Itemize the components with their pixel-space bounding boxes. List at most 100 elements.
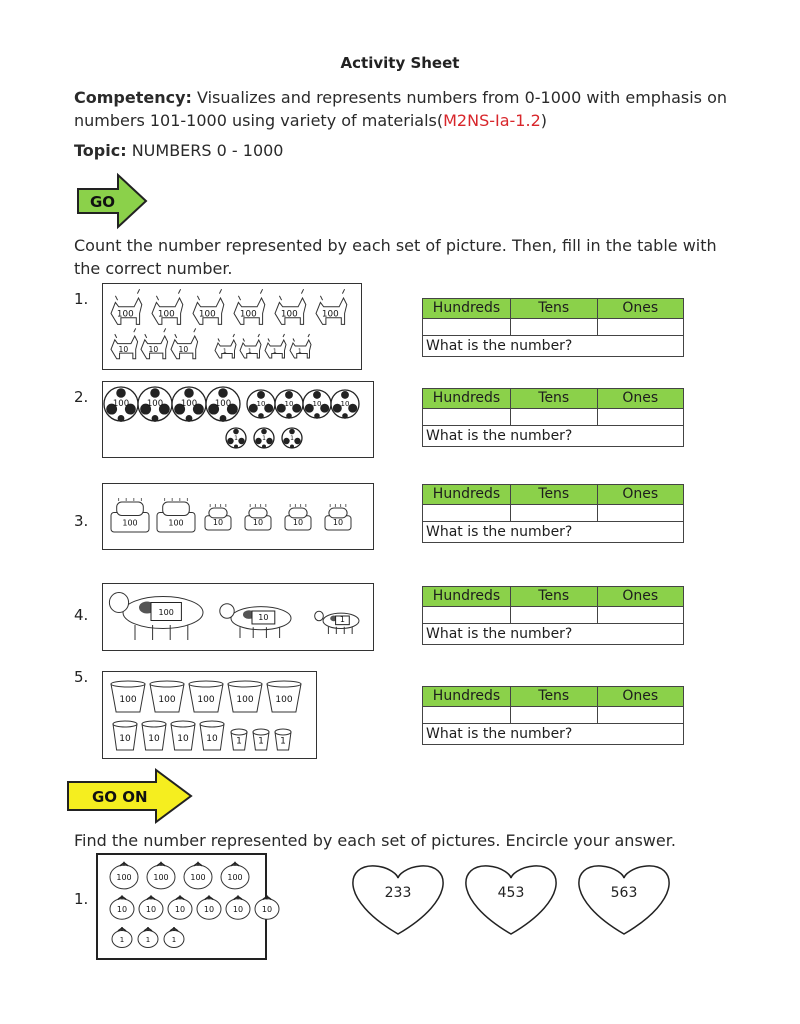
tomato-icon: 1 [137, 927, 159, 948]
bucket-icon: 100 [266, 680, 302, 713]
ones-answer-cell[interactable] [596, 707, 684, 723]
toaster-icon: 100 [110, 498, 150, 533]
ones-header: Ones [596, 587, 684, 606]
go-arrow-label: GO [90, 193, 115, 211]
topic-label: Topic: [74, 141, 127, 160]
toaster-icon: 10 [204, 504, 232, 531]
goat-label: 1 [223, 348, 227, 355]
number-answer-field[interactable]: What is the number? [426, 428, 573, 444]
toaster-label: 100 [122, 518, 137, 527]
bucket-icon: 10 [141, 720, 167, 751]
number-answer-field[interactable]: What is the number? [426, 524, 573, 540]
item-5-place-value-table: Hundreds Tens Ones What is the number? [422, 686, 684, 745]
soccer-ball-label: 100 [215, 399, 231, 409]
tens-answer-cell[interactable] [510, 607, 597, 623]
answer-heart-453[interactable]: 453 [465, 865, 557, 935]
goat-label: 10 [119, 345, 129, 354]
answer-heart-563[interactable]: 563 [578, 865, 670, 935]
bucket-label: 1 [236, 737, 242, 747]
soccer-ball-label: 100 [181, 399, 197, 409]
soccer-ball-label: 100 [147, 399, 163, 409]
cow-icon: 100 [108, 592, 204, 640]
tomato-label: 10 [146, 905, 156, 914]
ones-answer-cell[interactable] [596, 409, 684, 425]
hundreds-answer-cell[interactable] [423, 409, 510, 425]
goat-icon: 100 [233, 288, 266, 325]
tomato-icon: 10 [138, 895, 164, 920]
bucket-label: 100 [197, 695, 214, 705]
bucket-label: 100 [236, 695, 253, 705]
number-answer-field[interactable]: What is the number? [426, 626, 573, 642]
tens-answer-cell[interactable] [510, 707, 597, 723]
tomato-label: 100 [190, 873, 205, 882]
toaster-icon: 100 [156, 498, 196, 533]
soccer-ball-icon: 100 [205, 386, 241, 422]
item-2-place-value-table: Hundreds Tens Ones What is the number? [422, 388, 684, 447]
item-4-place-value-table: Hundreds Tens Ones What is the number? [422, 586, 684, 645]
competency-label: Competency: [74, 88, 192, 107]
soccer-ball-icon: 1 [253, 427, 275, 449]
goat-icon: 100 [274, 288, 307, 325]
bucket-label: 10 [119, 734, 131, 744]
ones-answer-cell[interactable] [596, 319, 684, 335]
bucket-icon: 1 [274, 728, 292, 751]
topic-line: Topic: NUMBERS 0 - 1000 [74, 139, 283, 162]
ones-answer-cell[interactable] [596, 505, 684, 521]
go-on-arrow-label: GO ON [92, 788, 148, 806]
toaster-icon: 10 [284, 504, 312, 531]
answer-choice-label: 233 [385, 885, 412, 901]
soccer-ball-icon: 10 [274, 389, 304, 419]
competency-close: ) [540, 111, 547, 130]
number-answer-field[interactable]: What is the number? [426, 726, 573, 742]
hundreds-header: Hundreds [432, 688, 501, 704]
go-arrow-icon: GO [77, 172, 148, 230]
goat-icon: 1 [239, 333, 262, 359]
bucket-label: 10 [148, 734, 160, 744]
item-4-cow-picture: 100 10 1 [102, 583, 374, 651]
page-title: Activity Sheet [340, 54, 460, 72]
competency-block: Competency: Visualizes and represents nu… [74, 86, 727, 132]
soccer-ball-icon: 1 [225, 427, 247, 449]
tens-header: Tens [510, 687, 597, 706]
hundreds-answer-cell[interactable] [423, 707, 510, 723]
hundreds-answer-cell[interactable] [423, 505, 510, 521]
hundreds-answer-cell[interactable] [423, 607, 510, 623]
answer-heart-233[interactable]: 233 [352, 865, 444, 935]
soccer-ball-label: 10 [285, 400, 294, 408]
tomato-icon: 1 [163, 927, 185, 948]
number-answer-field[interactable]: What is the number? [426, 338, 573, 354]
tomato-label: 100 [116, 873, 131, 882]
soccer-ball-icon: 100 [137, 386, 173, 422]
bucket-icon: 1 [230, 728, 248, 751]
cow-label: 10 [258, 613, 268, 622]
bucket-icon: 10 [199, 720, 225, 751]
tens-answer-cell[interactable] [510, 505, 597, 521]
tomato-icon: 10 [109, 895, 135, 920]
tomato-icon: 100 [109, 861, 139, 890]
item-5-number: 5. [74, 668, 89, 686]
instructions-line-2: the correct number. [74, 259, 233, 278]
soccer-ball-label: 10 [257, 400, 266, 408]
item-1-place-value-table: Hundreds Tens Ones What is the number? [422, 298, 684, 357]
goat-label: 100 [281, 310, 298, 320]
item-4-number: 4. [74, 606, 89, 624]
tomato-icon: 100 [146, 861, 176, 890]
bucket-icon: 100 [227, 680, 263, 713]
soccer-ball-icon: 10 [302, 389, 332, 419]
cow-label: 100 [159, 608, 174, 617]
tens-answer-cell[interactable] [510, 409, 597, 425]
soccer-ball-label: 1 [262, 435, 266, 442]
goat-icon: 100 [192, 288, 225, 325]
tens-answer-cell[interactable] [510, 319, 597, 335]
toaster-label: 10 [333, 518, 343, 527]
cow-icon: 1 [314, 610, 360, 634]
bucket-icon: 10 [112, 720, 138, 751]
hundreds-header: Hundreds [432, 300, 501, 316]
ones-answer-cell[interactable] [596, 607, 684, 623]
tomato-label: 10 [175, 905, 185, 914]
hundreds-answer-cell[interactable] [423, 319, 510, 335]
